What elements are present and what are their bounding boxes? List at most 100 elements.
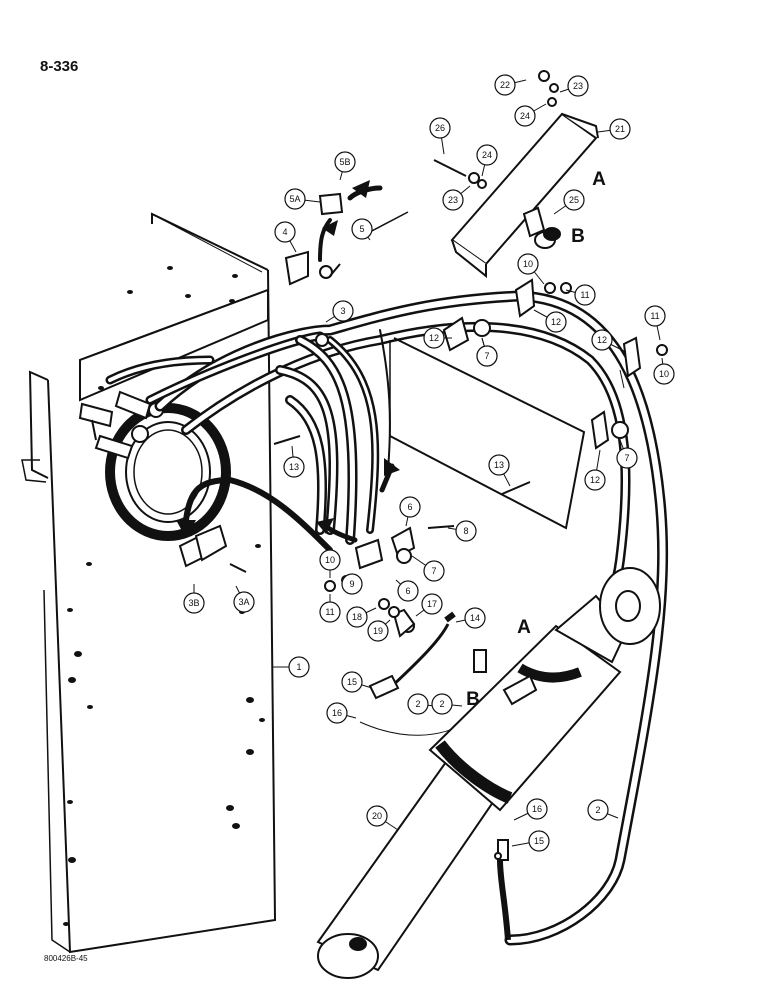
connection-letter-b: B bbox=[571, 226, 585, 247]
callout-circle bbox=[341, 573, 363, 595]
callout-circle bbox=[334, 151, 356, 173]
callout-9: 9 bbox=[341, 573, 363, 595]
callout-16: 16 bbox=[526, 798, 548, 820]
callout-circle bbox=[319, 549, 341, 571]
callout-label: 5 bbox=[359, 224, 364, 234]
callout-label: 10 bbox=[325, 555, 335, 565]
callout-label: 15 bbox=[534, 836, 544, 846]
callout-2: 2 bbox=[587, 799, 609, 821]
callout-label: 5A bbox=[289, 194, 300, 204]
callout-label: 2 bbox=[439, 699, 444, 709]
callout-label: 9 bbox=[349, 579, 354, 589]
callout-circle bbox=[407, 693, 429, 715]
callout-label: 20 bbox=[372, 811, 382, 821]
callout-label: 6 bbox=[405, 586, 410, 596]
callout-label: 2 bbox=[595, 805, 600, 815]
callout-3: 3 bbox=[332, 300, 354, 322]
drawing-code: 800426B-45 bbox=[44, 954, 88, 963]
callout-label: 4 bbox=[282, 227, 287, 237]
callout-label: 13 bbox=[494, 460, 504, 470]
callout-circle bbox=[464, 607, 486, 629]
callout-label: 12 bbox=[597, 335, 607, 345]
callout-label: 19 bbox=[373, 626, 383, 636]
callout-6: 6 bbox=[397, 580, 419, 602]
callout-label: 17 bbox=[427, 599, 437, 609]
callout-8: 8 bbox=[455, 520, 477, 542]
callout-3a: 3A bbox=[233, 591, 255, 613]
callout-circle bbox=[233, 591, 255, 613]
callout-label: 6 bbox=[407, 502, 412, 512]
callout-label: 22 bbox=[500, 80, 510, 90]
callout-label: 15 bbox=[347, 677, 357, 687]
callout-label: 2 bbox=[415, 699, 420, 709]
callout-label: 16 bbox=[332, 708, 342, 718]
callout-circle bbox=[567, 75, 589, 97]
callout-label: 21 bbox=[615, 124, 625, 134]
callout-label: 10 bbox=[659, 369, 669, 379]
callout-circle bbox=[341, 671, 363, 693]
page-number: 8-336 bbox=[40, 58, 79, 75]
callout-label: 7 bbox=[484, 351, 489, 361]
callout-circle bbox=[431, 693, 453, 715]
callout-circle bbox=[423, 560, 445, 582]
callout-21: 21 bbox=[609, 118, 631, 140]
callout-23: 23 bbox=[567, 75, 589, 97]
callout-6: 6 bbox=[399, 496, 421, 518]
leader-lines bbox=[193, 79, 665, 847]
mounting-plate bbox=[389, 337, 586, 530]
callout-label: 18 bbox=[352, 612, 362, 622]
callout-13: 13 bbox=[488, 454, 510, 476]
callout-12: 12 bbox=[591, 329, 613, 351]
callout-10: 10 bbox=[517, 253, 539, 275]
callout-24: 24 bbox=[476, 144, 498, 166]
callout-circle bbox=[332, 300, 354, 322]
callout-7: 7 bbox=[616, 447, 638, 469]
callout-18: 18 bbox=[346, 606, 368, 628]
callout-14: 14 bbox=[464, 607, 486, 629]
threaded-bolts bbox=[229, 159, 625, 573]
callout-label: 26 bbox=[435, 123, 445, 133]
callout-1: 1 bbox=[288, 656, 310, 678]
callout-11: 11 bbox=[319, 601, 341, 623]
callout-label: 11 bbox=[650, 311, 659, 321]
callout-label: 13 bbox=[289, 462, 299, 472]
callout-label: 5B bbox=[339, 157, 350, 167]
callout-circle bbox=[346, 606, 368, 628]
callout-circle bbox=[367, 620, 389, 642]
callout-circle bbox=[274, 221, 296, 243]
callout-23: 23 bbox=[442, 189, 464, 211]
callout-2: 2 bbox=[407, 693, 429, 715]
callout-circle bbox=[442, 189, 464, 211]
callout-circle bbox=[526, 798, 548, 820]
callout-circle bbox=[423, 327, 445, 349]
callout-circle bbox=[397, 580, 419, 602]
callout-label: 25 bbox=[569, 195, 579, 205]
callout-markers: 122233A3B455A5B6677778910101011111112121… bbox=[183, 74, 675, 852]
callout-11: 11 bbox=[644, 305, 666, 327]
callout-12: 12 bbox=[545, 311, 567, 333]
connection-letter-a: A bbox=[592, 169, 606, 190]
swivel-ring bbox=[105, 403, 231, 541]
callout-3b: 3B bbox=[183, 592, 205, 614]
callout-12: 12 bbox=[584, 469, 606, 491]
callout-circle bbox=[514, 105, 536, 127]
callout-10: 10 bbox=[319, 549, 341, 571]
callout-circle bbox=[587, 799, 609, 821]
callout-circle bbox=[563, 189, 585, 211]
callout-5a: 5A bbox=[284, 188, 306, 210]
callout-25: 25 bbox=[563, 189, 585, 211]
callout-circle bbox=[319, 601, 341, 623]
callout-label: 24 bbox=[482, 150, 492, 160]
callout-circle bbox=[366, 805, 388, 827]
callout-15: 15 bbox=[341, 671, 363, 693]
callout-circle bbox=[284, 188, 306, 210]
callout-circle bbox=[616, 447, 638, 469]
callout-circle bbox=[545, 311, 567, 333]
callout-10: 10 bbox=[653, 363, 675, 385]
callout-label: 7 bbox=[431, 566, 436, 576]
callout-16: 16 bbox=[326, 702, 348, 724]
callout-5: 5 bbox=[351, 218, 373, 240]
callout-7: 7 bbox=[476, 345, 498, 367]
